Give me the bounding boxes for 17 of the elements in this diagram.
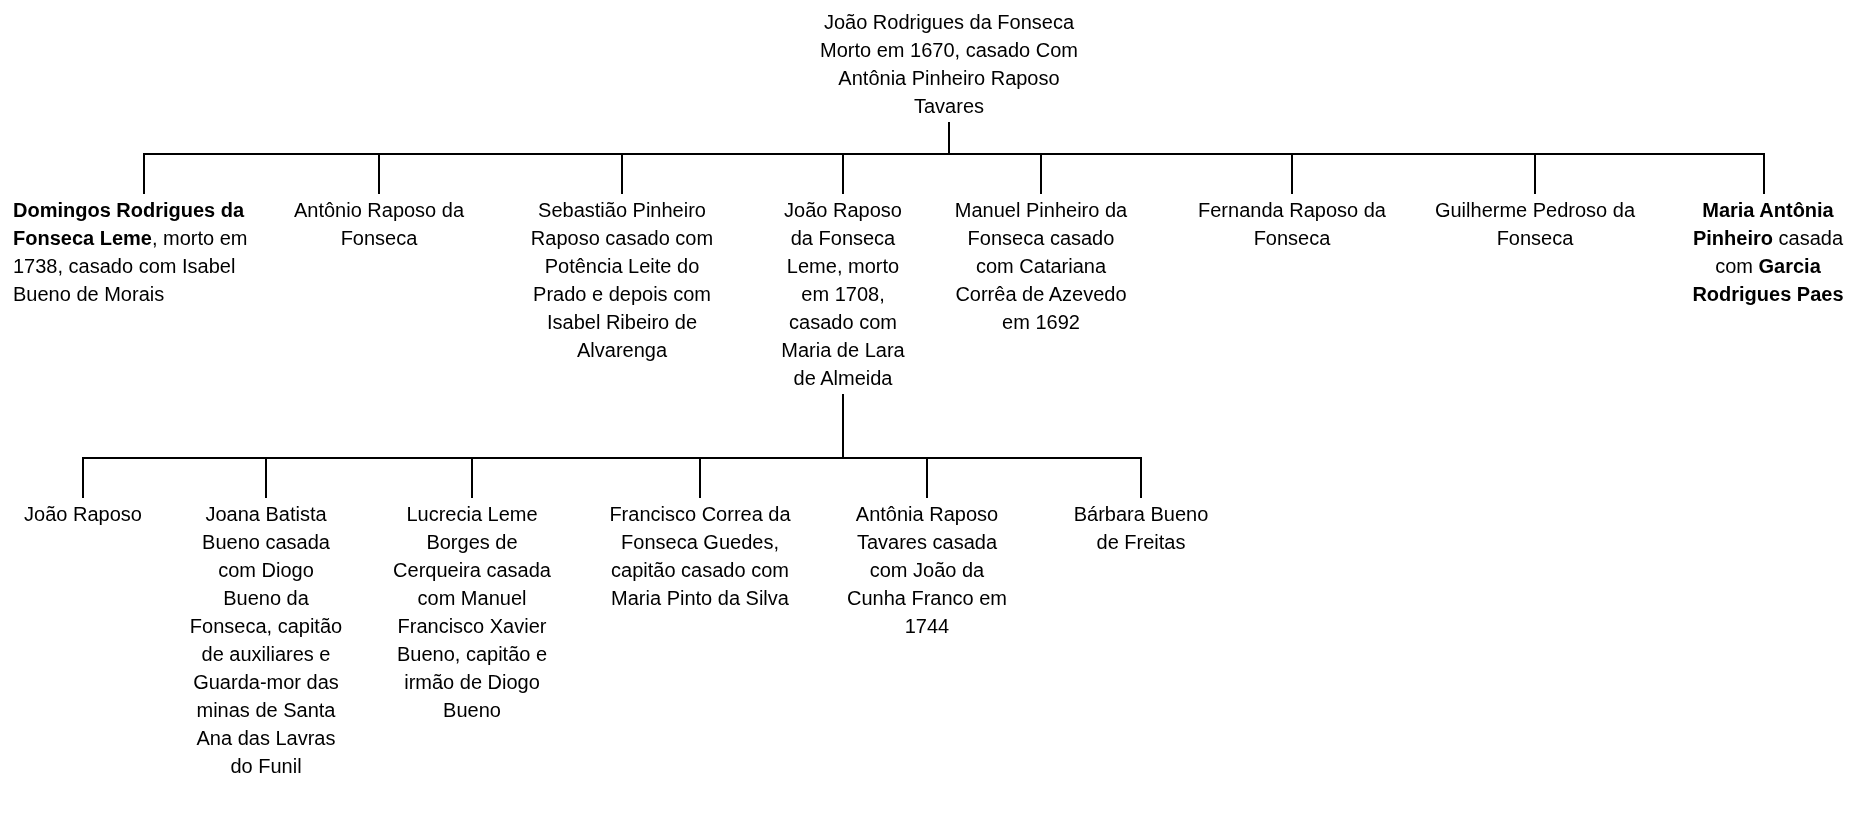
family-member-text: Lucrecia Leme Borges de Cerqueira casada com Manuel Francisco Xavier Bueno, capitão e irmão de Diogo Bueno	[388, 500, 556, 724]
family-member-text: Antônia Raposo Tavares casada com João da Cunha Franco em 1744	[844, 500, 1010, 640]
family-member-text: Francisco Correa da Fonseca Guedes, capitão casado com Maria Pinto da Silva	[600, 500, 800, 612]
family-member-text: Manuel Pinheiro da Fonseca casado com Catariana Corrêa de Azevedo em 1692	[953, 196, 1129, 336]
tree-connector	[842, 393, 1142, 499]
tree-connector	[948, 121, 1765, 195]
family-member-text: Joana Batista Bueno casada com Diogo Bueno da Fonseca, capitão de auxiliares e Guarda-mor das minas de Santa Ana das Lavras do Funil	[187, 500, 345, 780]
family-member-text: Fernanda Raposo da Fonseca	[1192, 196, 1392, 252]
family-member-text: Bárbara Bueno de Freitas	[1061, 500, 1221, 556]
family-member-text: Domingos Rodrigues da Fonseca Leme, morto em 1738, casado com Isabel Bueno de Morais	[13, 196, 275, 308]
family-member-text: Guilherme Pedroso da Fonseca	[1430, 196, 1640, 252]
family-member-text: Antônio Raposo da Fonseca	[289, 196, 469, 252]
ancestor-name-text: João Rodrigues da Fonseca Morto em 1670, casado Com Antônia Pinheiro Raposo Tavares	[804, 8, 1094, 120]
family-member-text: Maria Antônia Pinheiro casada com Garcia Rodrigues Paes	[1675, 196, 1853, 308]
family-member-text: João Raposo	[8, 500, 158, 528]
family-member-text: Sebastião Pinheiro Raposo casado com Potência Leite do Prado e depois com Isabel Ribeiro de Alvarenga	[517, 196, 727, 364]
family-member-text: João Raposo da Fonseca Leme, morto em 1708, casado com Maria de Lara de Almeida	[774, 196, 912, 392]
